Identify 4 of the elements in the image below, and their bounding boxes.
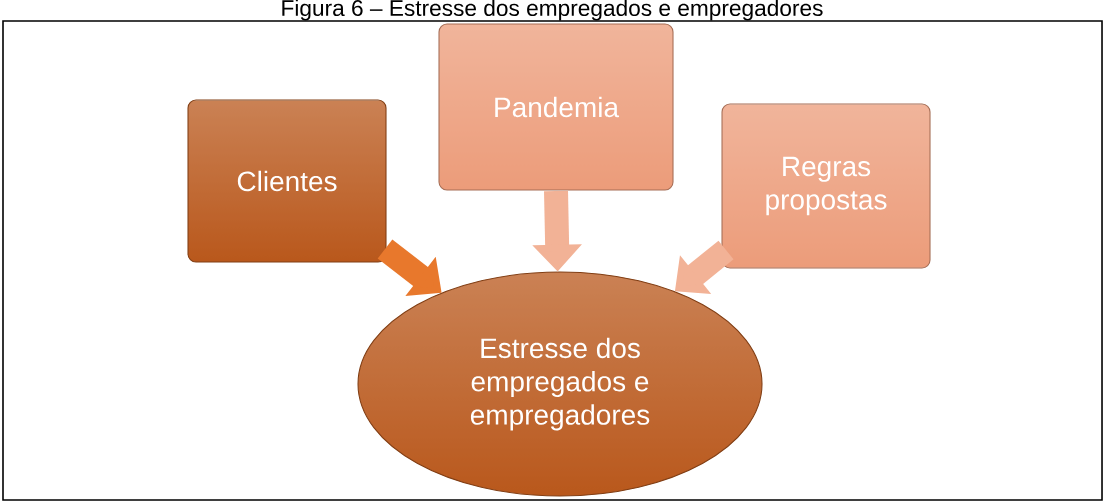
process-box: Clientes — [187, 99, 387, 263]
process-box: Pandemia — [438, 23, 674, 191]
figure-title: Figura 6 – Estresse dos empregados e empregadores — [282, 0, 823, 21]
process-box: Regras propostas — [721, 103, 931, 269]
